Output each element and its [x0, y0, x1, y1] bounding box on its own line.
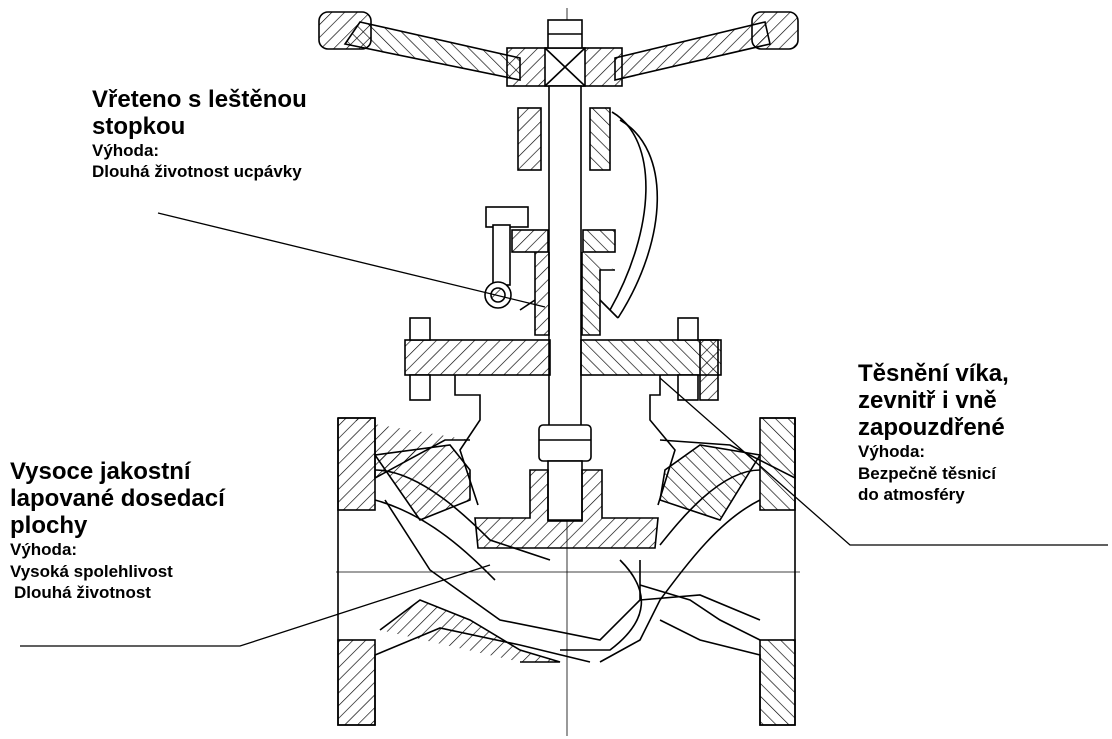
callout-bonnet-seal: Těsnění víka, zevnitř i vně zapouzdřené … [858, 360, 1009, 505]
callout-bonnet-seal-benefit-line1: Bezpečně těsnicí [858, 463, 996, 483]
valve-body [337, 417, 796, 726]
callout-seating-faces-title-line1: Vysoce jakostní [10, 458, 191, 485]
yoke [484, 107, 659, 336]
valve-disc [474, 469, 659, 549]
stem [538, 85, 592, 522]
leader-line-bonnet-seal [659, 377, 1108, 546]
handwheel [318, 11, 799, 87]
callout-spindle: Vřeteno s leštěnou stopkou Výhoda: Dlouh… [92, 86, 307, 183]
leader-line-spindle [157, 212, 546, 308]
callout-spindle-benefit-line1: Dlouhá životnost ucpávky [92, 162, 302, 182]
callout-seating-faces-benefit-line2: Dlouhá životnost [14, 582, 151, 602]
callout-seating-faces-title-line3: plochy [10, 512, 88, 540]
callout-seating-faces-benefit-line1: Vysoká spolehlivost [10, 561, 173, 581]
callout-bonnet-seal-title-line3: zapouzdřené [858, 414, 1005, 442]
callout-spindle-title-line2: stopkou [92, 113, 186, 141]
leader-line-seating-faces [20, 564, 491, 647]
leader-lines [20, 212, 1108, 647]
callout-seating-faces: Vysoce jakostní lapované dosedací plochy… [10, 458, 225, 603]
callout-bonnet-seal-title-line1: Těsnění víka, [858, 360, 1009, 387]
callout-bonnet-seal-title-line2: zevnitř i vně [858, 387, 997, 415]
callout-spindle-benefit-label: Výhoda: [92, 141, 160, 161]
callout-seating-faces-title-line2: lapované dosedací [10, 485, 225, 513]
callout-bonnet-seal-benefit-label: Výhoda: [858, 442, 926, 462]
callout-bonnet-seal-benefit-line2: do atmosféry [858, 484, 965, 504]
callout-spindle-title-line1: Vřeteno s leštěnou [92, 86, 307, 113]
callout-seating-faces-benefit-label: Výhoda: [10, 540, 78, 560]
bonnet-flange [404, 317, 722, 506]
